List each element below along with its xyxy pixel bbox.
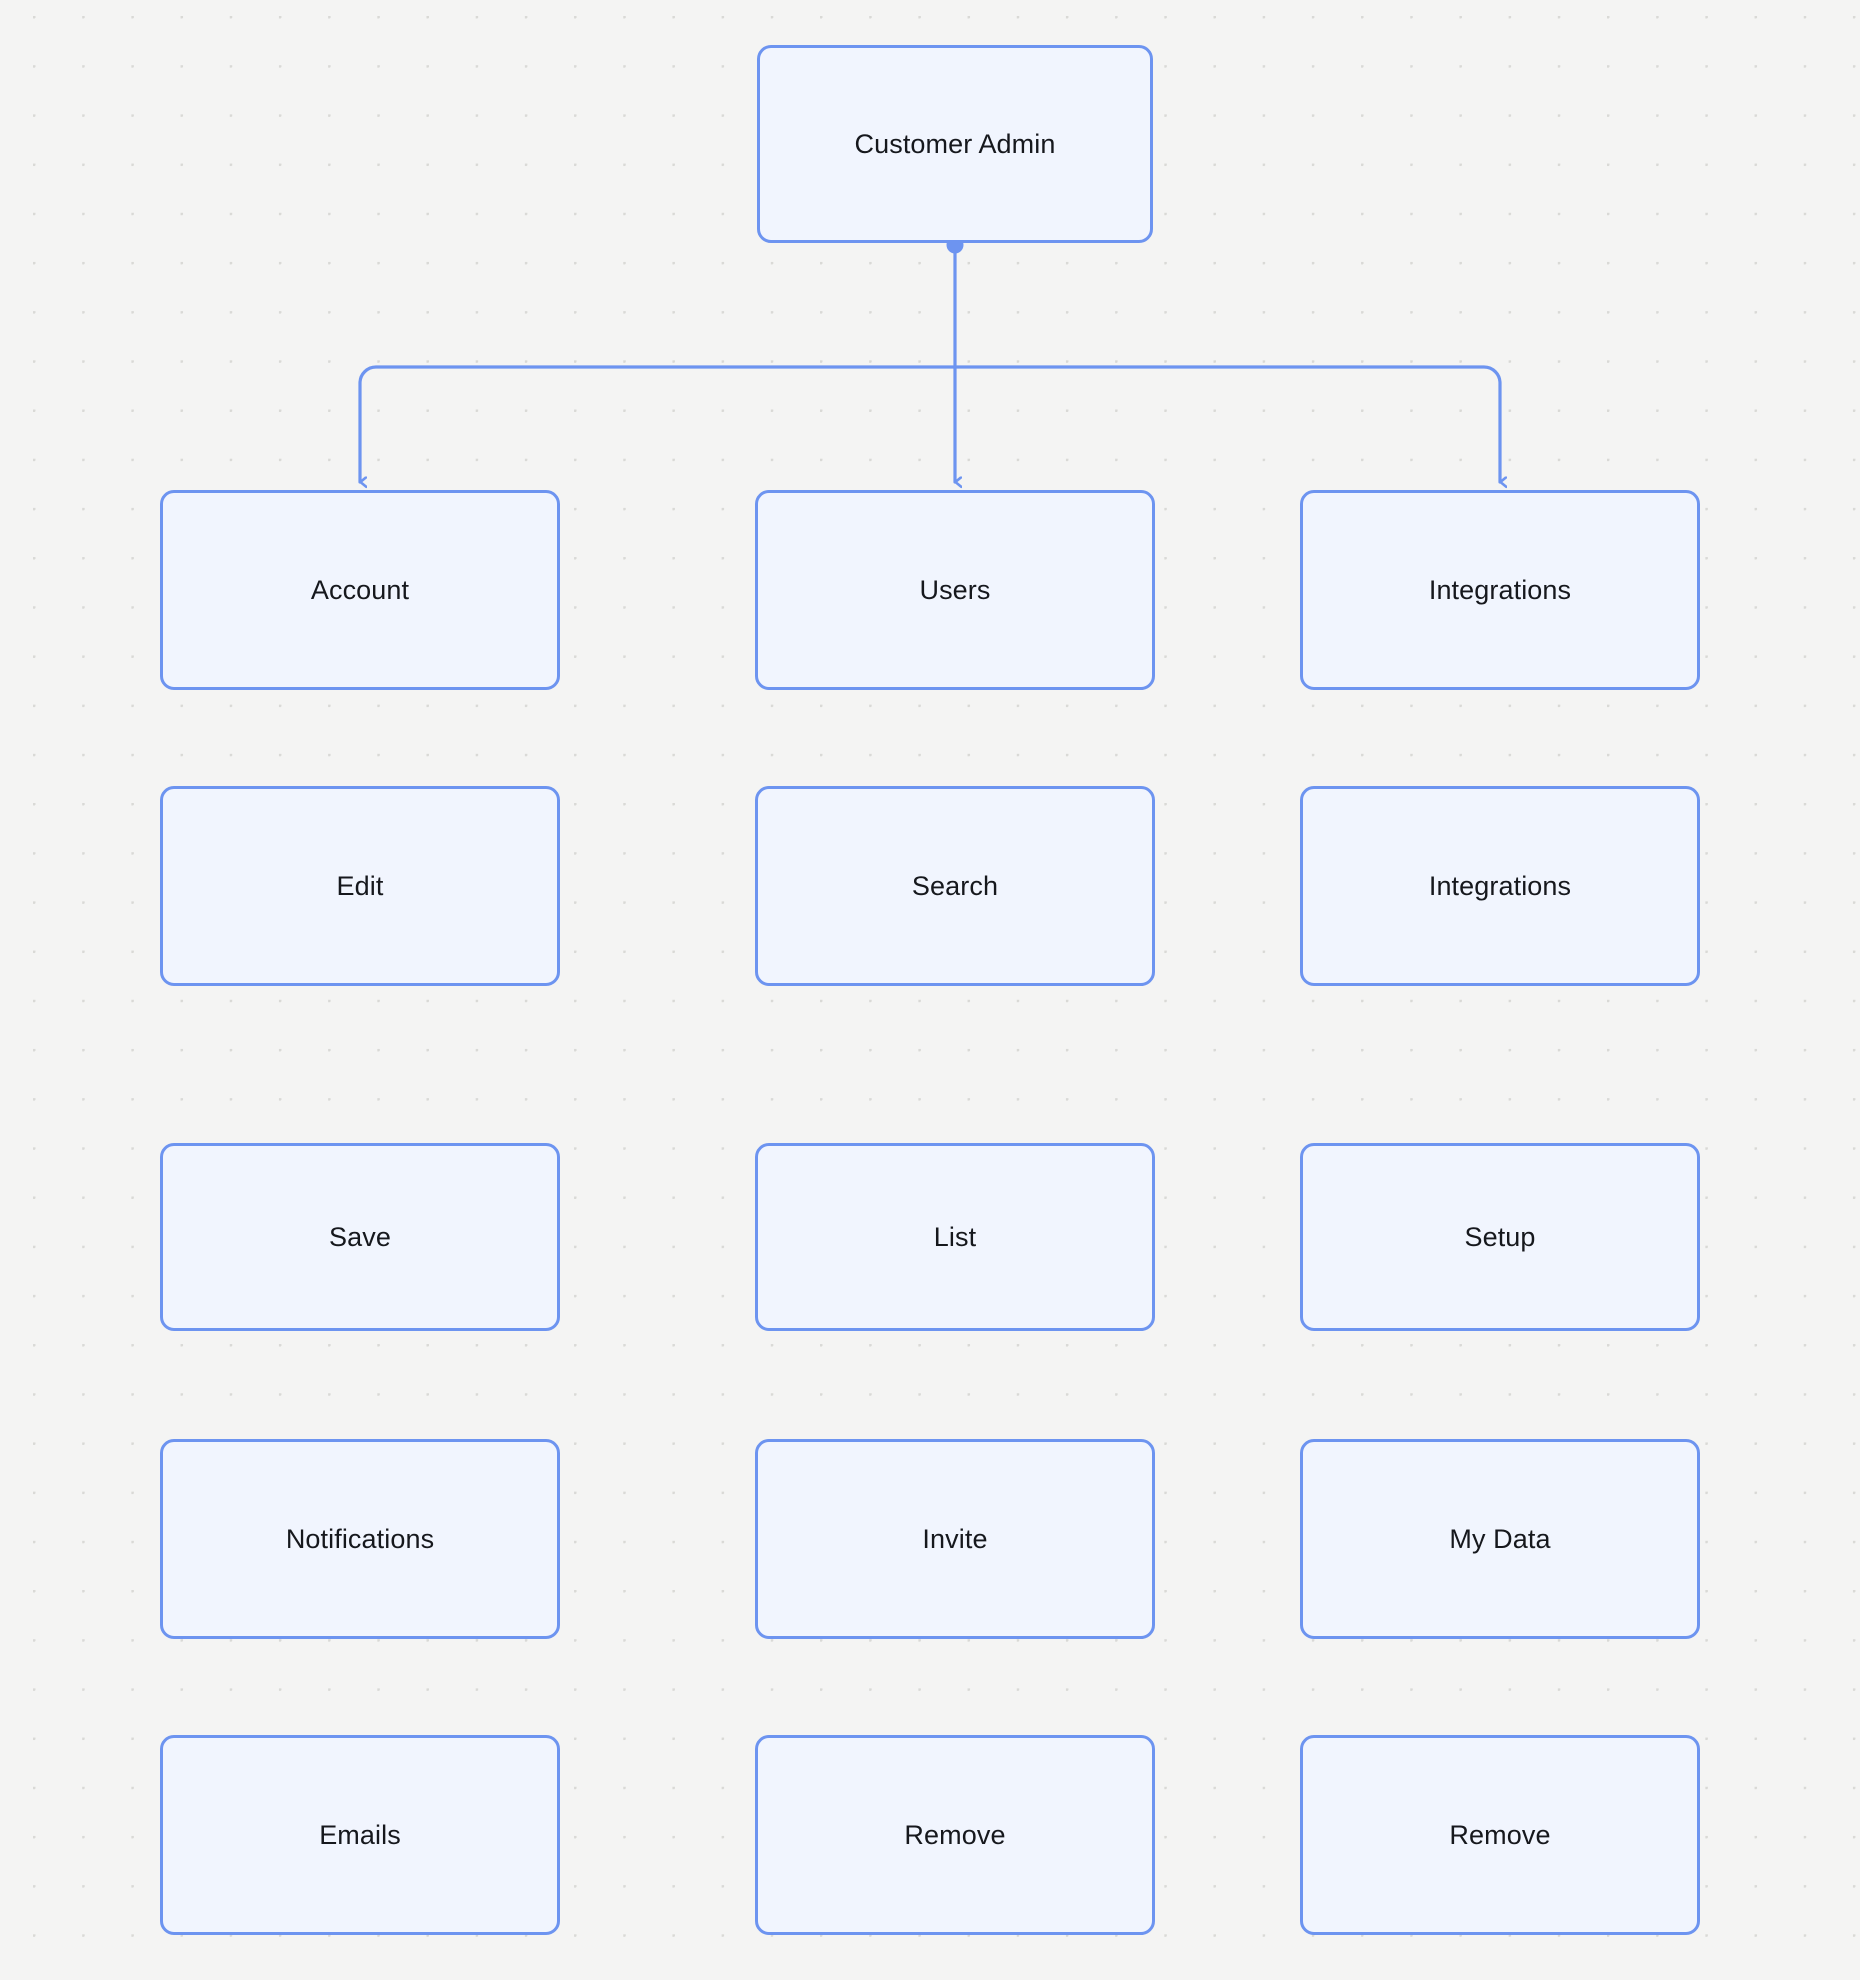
node-label: Edit xyxy=(336,870,384,901)
node-integrations[interactable]: Integrations xyxy=(1300,490,1700,690)
node-label: Notifications xyxy=(285,1523,435,1554)
node-label: Integrations xyxy=(1428,574,1572,605)
node-label: Remove xyxy=(1449,1819,1551,1850)
node-label: Users xyxy=(919,574,991,605)
node-label: Invite xyxy=(922,1523,988,1554)
node-list[interactable]: List xyxy=(755,1143,1155,1331)
node-edit[interactable]: Edit xyxy=(160,786,560,986)
node-label: Save xyxy=(329,1221,391,1252)
node-users[interactable]: Users xyxy=(755,490,1155,690)
node-invite[interactable]: Invite xyxy=(755,1439,1155,1639)
node-customer-admin[interactable]: Customer Admin xyxy=(757,45,1153,243)
node-label: Account xyxy=(310,574,410,605)
node-emails[interactable]: Emails xyxy=(160,1735,560,1935)
node-my-data[interactable]: My Data xyxy=(1300,1439,1700,1639)
node-remove-integration[interactable]: Remove xyxy=(1300,1735,1700,1935)
node-label: Customer Admin xyxy=(854,128,1056,159)
node-account[interactable]: Account xyxy=(160,490,560,690)
node-label: Integrations xyxy=(1428,870,1572,901)
node-save[interactable]: Save xyxy=(160,1143,560,1331)
node-label: Setup xyxy=(1464,1221,1536,1252)
node-label: Emails xyxy=(319,1819,401,1850)
node-remove-user[interactable]: Remove xyxy=(755,1735,1155,1935)
edge-root-integrations xyxy=(953,365,1500,482)
node-label: Search xyxy=(911,870,999,901)
node-label: Remove xyxy=(904,1819,1006,1850)
node-integrations-sub[interactable]: Integrations xyxy=(1300,786,1700,986)
node-setup[interactable]: Setup xyxy=(1300,1143,1700,1331)
node-search[interactable]: Search xyxy=(755,786,1155,986)
node-label: List xyxy=(933,1221,977,1252)
edge-root-account xyxy=(358,365,957,482)
node-label: My Data xyxy=(1449,1523,1551,1554)
node-notifications[interactable]: Notifications xyxy=(160,1439,560,1639)
